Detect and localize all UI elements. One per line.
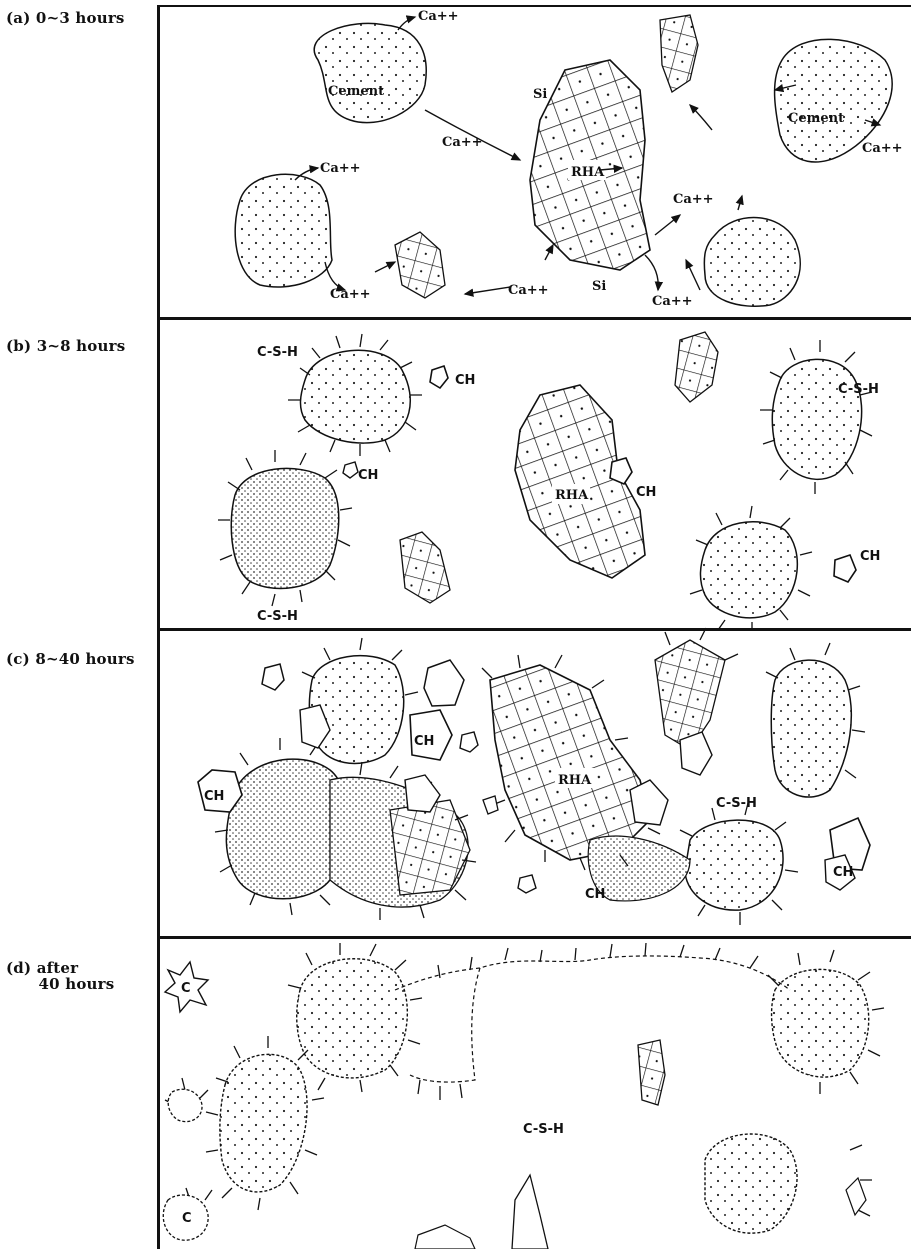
cement-particle: [220, 1054, 307, 1192]
svg-text:Cement: Cement: [788, 111, 844, 126]
svg-text:CH: CH: [358, 468, 378, 483]
svg-text:Ca++: Ca++: [418, 9, 459, 24]
rha-fragment: [660, 15, 698, 92]
ch-crystal: [680, 732, 712, 775]
svg-text:Ca++: Ca++: [508, 283, 549, 298]
svg-text:C: C: [182, 1211, 192, 1226]
svg-text:Ca++: Ca++: [330, 287, 371, 302]
cement-particle: [309, 656, 403, 764]
cement-particle: [226, 759, 347, 899]
rha-fragment: [675, 332, 718, 402]
svg-text:C-S-H: C-S-H: [838, 382, 879, 397]
svg-text:CH: CH: [636, 485, 656, 500]
svg-text:C-S-H: C-S-H: [716, 796, 757, 811]
svg-text:RHA: RHA: [571, 165, 605, 180]
cement-particle: [314, 23, 426, 122]
cement-particle: [705, 1134, 797, 1233]
cement-particle: [704, 218, 800, 307]
cement-particle: [300, 350, 410, 443]
svg-text:CH: CH: [455, 373, 475, 388]
cement-particle: [231, 468, 338, 588]
svg-text:Ca++: Ca++: [862, 141, 903, 156]
rha-fragment: [395, 232, 445, 298]
c-particle: [168, 1089, 202, 1121]
ch-crystal: [430, 366, 448, 388]
csh-matrix-boundary: [395, 956, 790, 990]
ch-crystal: [483, 796, 498, 814]
svg-text:CH: CH: [414, 734, 434, 749]
panel-b: RHA C-S-H CH CH CH C-S-H CH C-S-H: [218, 332, 880, 630]
rha-fragment: [655, 640, 725, 750]
svg-text:Si: Si: [592, 279, 606, 294]
svg-text:Ca++: Ca++: [673, 192, 714, 207]
rha-fragment: [415, 1225, 475, 1249]
cement-particle: [700, 522, 797, 618]
ch-crystal: [834, 555, 856, 582]
cement-particle: [771, 660, 851, 797]
ch-crystal: [610, 458, 632, 484]
svg-text:CH: CH: [860, 549, 880, 564]
cement-particle: [297, 959, 408, 1078]
svg-text:RHA: RHA: [555, 488, 589, 503]
ch-crystal: [262, 664, 284, 690]
rha-fragment: [512, 1175, 548, 1249]
rha-fragment: [638, 1040, 665, 1105]
cement-particle: [685, 820, 783, 910]
ch-crystal: [630, 780, 668, 825]
svg-text:C-S-H: C-S-H: [257, 609, 298, 624]
rha-fragment: [400, 532, 450, 603]
svg-text:C-S-H: C-S-H: [257, 345, 298, 360]
svg-text:Si: Si: [533, 87, 547, 102]
svg-text:CH: CH: [833, 865, 853, 880]
cement-particle: [772, 969, 869, 1077]
cement-particle: [772, 359, 861, 479]
panel-d: C C C-S-H: [163, 943, 884, 1249]
svg-text:RHA: RHA: [558, 773, 592, 788]
svg-text:Ca++: Ca++: [320, 161, 361, 176]
ch-crystal: [424, 660, 464, 706]
ch-crystal: [460, 732, 478, 752]
panel-a: Cement Cement RHA Ca++ Si Ca++ Ca++ Ca++…: [235, 9, 902, 309]
rha-fragment: [846, 1178, 866, 1215]
csh-matrix-boundary: [410, 968, 480, 1082]
svg-text:C: C: [181, 981, 191, 996]
svg-text:C-S-H: C-S-H: [523, 1122, 564, 1137]
svg-text:Cement: Cement: [328, 84, 384, 99]
svg-text:CH: CH: [204, 789, 224, 804]
ch-crystal: [518, 875, 536, 893]
ch-crystal: [343, 462, 358, 478]
panel-c: RHA CH CH C-S-H CH CH: [198, 628, 870, 925]
svg-text:Ca++: Ca++: [652, 294, 693, 309]
svg-text:CH: CH: [585, 887, 605, 902]
cement-particle: [235, 174, 332, 287]
